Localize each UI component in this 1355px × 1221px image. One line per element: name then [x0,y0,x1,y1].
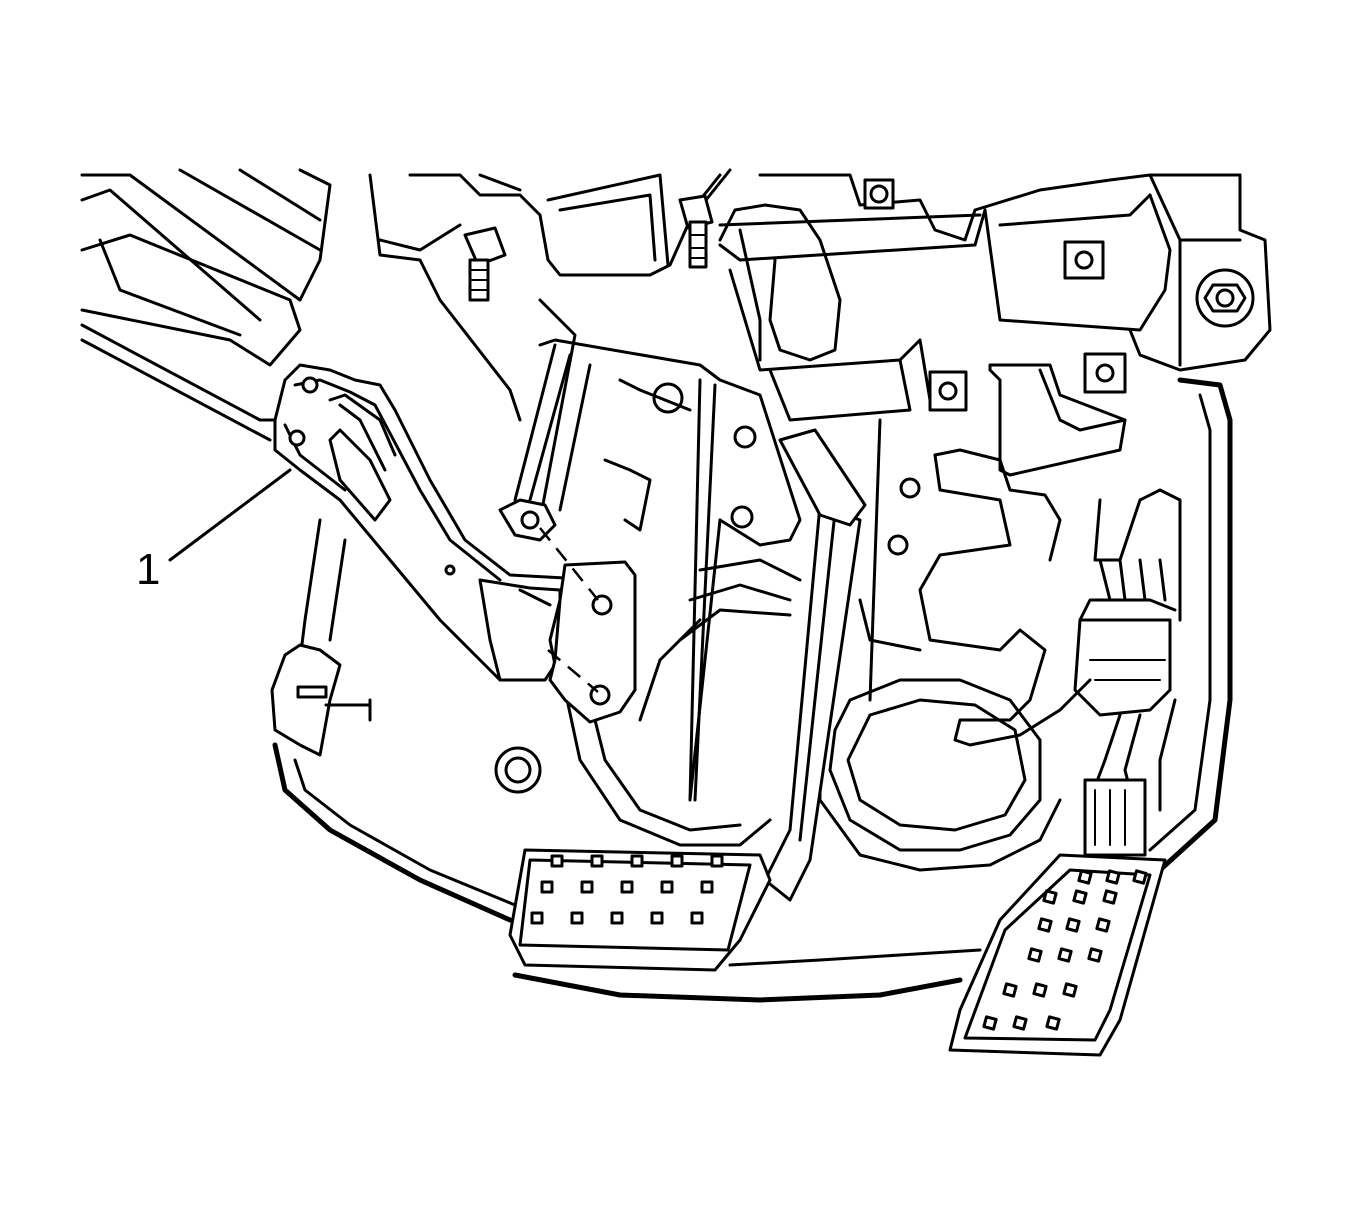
upper-bracket [718,203,932,422]
callout-1 [168,468,292,562]
pedal-support-bracket [513,338,882,802]
brake-pedal-tread [530,854,724,925]
retaining-clip [270,643,372,757]
accelerator-pedal [948,853,1167,1057]
accelerator-pedal-tread [982,869,1148,1031]
pedal-position-sensor [918,352,1182,857]
brake-pedal [508,428,867,972]
brake-pedal-bracket [273,298,637,724]
floor-frame [272,377,1233,1003]
dash-panel [80,168,1272,442]
callout-1-label: 1 [136,545,161,594]
callout-1-leader-line [168,468,292,562]
mounting-studs [463,178,1255,794]
